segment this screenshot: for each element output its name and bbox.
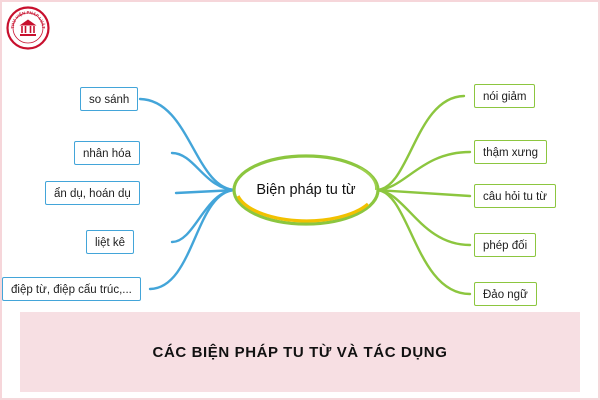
- banner-title: CÁC BIỆN PHÁP TU TỪ VÀ TÁC DỤNG: [152, 343, 448, 361]
- logo-icon: THƯ VIỆN PHÁP LUẬT: [6, 6, 50, 50]
- connector-cau-hoi: [374, 188, 472, 198]
- node-tham-xung: thậm xưng: [474, 140, 548, 164]
- mindmap-connectors: [138, 94, 472, 296]
- node-cau-hoi-tu-tu: câu hỏi tu từ: [474, 184, 556, 208]
- center-topic: Biện pháp tu từ: [256, 182, 356, 198]
- connector-dao-ngu: [374, 188, 472, 296]
- node-phep-doi: phép đối: [474, 233, 537, 257]
- title-banner: CÁC BIỆN PHÁP TU TỪ VÀ TÁC DỤNG: [20, 312, 580, 392]
- connector-so-sanh: [138, 97, 238, 192]
- node-diep-tu: điệp từ, điệp cấu trúc,...: [2, 277, 141, 301]
- connector-tham-xung: [374, 150, 472, 192]
- connector-nhan-hoa: [170, 151, 238, 192]
- node-an-du-hoan-du: ẩn dụ, hoán dụ: [45, 181, 140, 205]
- node-noi-giam: nói giảm: [474, 84, 536, 108]
- center-ring-accent: [359, 167, 378, 191]
- center-ring-yellow: [236, 195, 370, 223]
- node-dao-ngu: Đảo ngữ: [474, 282, 537, 306]
- node-nhan-hoa: nhân hóa: [74, 141, 140, 165]
- node-liet-ke: liệt kê: [86, 230, 135, 254]
- center-ring-green: [232, 154, 380, 226]
- connector-diep-tu: [148, 188, 238, 291]
- connector-noi-giam: [374, 94, 466, 192]
- connector-an-du: [174, 188, 238, 195]
- node-so-sanh: so sánh: [80, 87, 139, 111]
